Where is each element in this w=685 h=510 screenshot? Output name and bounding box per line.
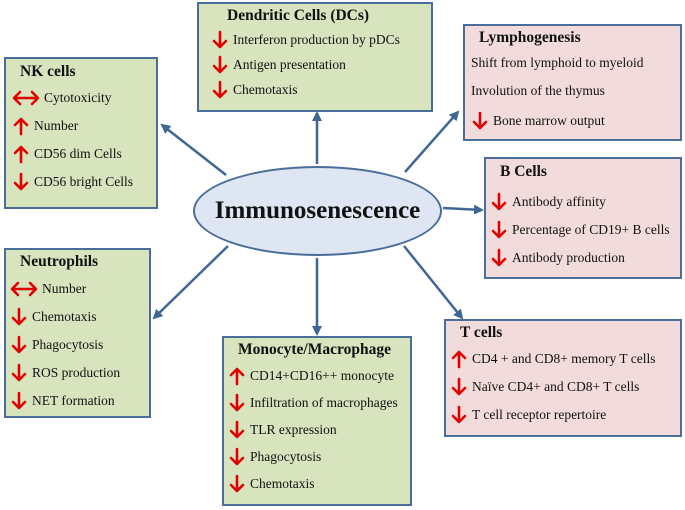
list-item: ROS production	[10, 363, 120, 383]
down-arrow-icon	[228, 420, 246, 440]
item-label: Shift from lymphoid to myeloid	[471, 55, 644, 70]
list-item: CD56 dim Cells	[12, 144, 122, 164]
list-item: Percentage of CD19+ B cells	[490, 220, 670, 240]
list-item: Infiltration of macrophages	[228, 393, 398, 413]
list-item: Chemotaxis	[10, 307, 97, 327]
down-arrow-icon	[471, 111, 489, 131]
connector-lympho	[404, 110, 460, 173]
item-label: T cell receptor repertoire	[472, 407, 607, 422]
item-label: Naïve CD4+ and CD8+ T cells	[472, 379, 640, 394]
list-item: Antibody affinity	[490, 192, 606, 212]
box-title: T cells	[460, 324, 503, 341]
item-label: Percentage of CD19+ B cells	[512, 222, 670, 237]
down-arrow-icon	[228, 474, 246, 494]
down-arrow-icon	[450, 405, 468, 425]
up-arrow-icon	[12, 116, 30, 136]
item-label: Bone marrow output	[493, 113, 605, 128]
down-arrow-icon	[10, 391, 28, 411]
down-arrow-icon	[490, 248, 508, 268]
list-item: T cell receptor repertoire	[450, 405, 606, 425]
item-label: Phagocytosis	[32, 337, 104, 352]
item-label: CD14+CD16++ monocyte	[250, 368, 394, 383]
down-arrow-icon	[10, 307, 28, 327]
list-item: Shift from lymphoid to myeloid	[471, 55, 644, 71]
bidirectional-arrow-icon	[10, 279, 38, 299]
box-title: B Cells	[500, 163, 547, 180]
list-item: Antibody production	[490, 248, 625, 268]
list-item: Chemotaxis	[228, 474, 315, 494]
connector-tcells	[403, 245, 464, 320]
down-arrow-icon	[211, 30, 229, 50]
down-arrow-icon	[450, 377, 468, 397]
item-label: Cytotoxicity	[44, 90, 112, 105]
list-item: TLR expression	[228, 420, 337, 440]
item-label: NET formation	[32, 393, 115, 408]
list-item: Involution of the thymus	[471, 83, 605, 99]
center-node: Immunosenescence	[193, 166, 442, 256]
item-label: Antigen presentation	[233, 57, 346, 72]
item-label: Antibody production	[512, 250, 625, 265]
list-item: Interferon production by pDCs	[211, 30, 400, 50]
list-item: Cytotoxicity	[12, 88, 112, 108]
bidirectional-arrow-icon	[12, 88, 40, 108]
connector-neut	[152, 245, 229, 320]
down-arrow-icon	[228, 393, 246, 413]
item-label: Phagocytosis	[250, 449, 322, 464]
item-label: Number	[34, 118, 79, 133]
item-label: Infiltration of macrophages	[250, 395, 398, 410]
list-item: Number	[10, 279, 86, 299]
down-arrow-icon	[228, 447, 246, 467]
list-item: Antigen presentation	[211, 55, 346, 75]
box-title: Neutrophils	[20, 253, 99, 270]
item-label: Chemotaxis	[250, 476, 315, 491]
list-item: Bone marrow output	[471, 111, 605, 131]
list-item: Naïve CD4+ and CD8+ T cells	[450, 377, 639, 397]
item-label: ROS production	[32, 365, 121, 380]
item-label: CD56 dim Cells	[34, 146, 122, 161]
connector-bcells	[442, 204, 484, 215]
down-arrow-icon	[12, 172, 30, 192]
list-item: CD56 bright Cells	[12, 172, 133, 192]
connector-nk	[160, 123, 227, 176]
box-title: NK cells	[20, 63, 76, 80]
list-item: CD4 + and CD8+ memory T cells	[450, 349, 655, 369]
item-label: Antibody affinity	[512, 194, 606, 209]
item-label: CD56 bright Cells	[34, 174, 134, 189]
box-title: Lymphogenesis	[479, 29, 581, 46]
list-item: Phagocytosis	[228, 447, 321, 467]
center-label: Immunosenescence	[214, 197, 421, 224]
down-arrow-icon	[490, 192, 508, 212]
down-arrow-icon	[490, 220, 508, 240]
list-item: CD14+CD16++ monocyte	[228, 366, 394, 386]
up-arrow-icon	[228, 366, 246, 386]
item-label: Involution of the thymus	[471, 83, 605, 98]
down-arrow-icon	[211, 55, 229, 75]
box-dendritic-cells: Dendritic Cells (DCs) Interferon producti…	[197, 2, 433, 112]
up-arrow-icon	[12, 144, 30, 164]
list-item: Number	[12, 116, 78, 136]
down-arrow-icon	[10, 335, 28, 355]
list-item: Phagocytosis	[10, 335, 103, 355]
list-item: NET formation	[10, 391, 115, 411]
down-arrow-icon	[10, 363, 28, 383]
box-title: Dendritic Cells (DCs)	[227, 7, 370, 24]
item-label: Chemotaxis	[233, 82, 298, 97]
down-arrow-icon	[211, 80, 229, 100]
item-label: Chemotaxis	[32, 309, 97, 324]
list-item: Chemotaxis	[211, 80, 298, 100]
up-arrow-icon	[450, 349, 468, 369]
item-label: CD4 + and CD8+ memory T cells	[472, 351, 656, 366]
item-label: TLR expression	[250, 422, 337, 437]
item-label: Interferon production by pDCs	[233, 32, 400, 47]
box-title: Monocyte/Macrophage	[238, 341, 391, 358]
item-label: Number	[42, 281, 87, 296]
